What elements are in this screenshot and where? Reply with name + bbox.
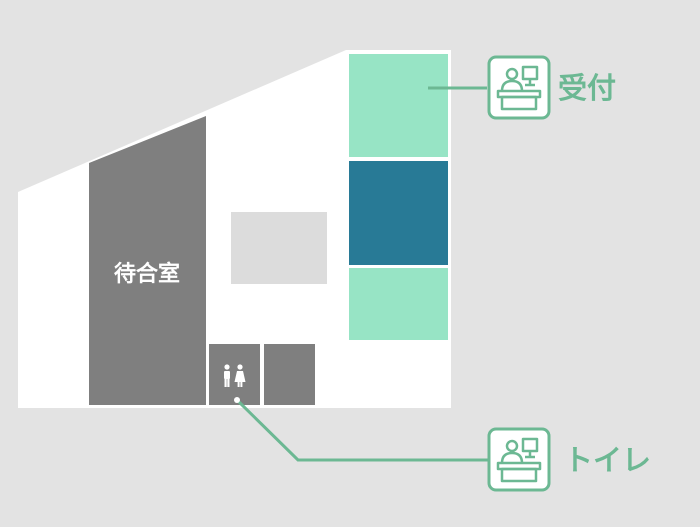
reception-area-bottom (349, 268, 448, 340)
reception-desk-icon (487, 55, 551, 120)
reception-desk-icon (487, 427, 551, 492)
reception-area-top (349, 54, 448, 157)
toilet-room (209, 344, 260, 405)
toilet-callout-label: トイレ (564, 443, 652, 477)
storage-room (264, 344, 315, 405)
reception-area-middle (349, 161, 448, 265)
reception-callout-label: 受付 (558, 71, 617, 105)
restroom-icon (224, 364, 246, 387)
center-block (231, 212, 327, 284)
waiting-room (89, 116, 206, 405)
toilet-leader-line (235, 398, 489, 462)
waiting-room-label: 待合室 (114, 261, 180, 287)
toilet-leader-dot (234, 397, 240, 403)
